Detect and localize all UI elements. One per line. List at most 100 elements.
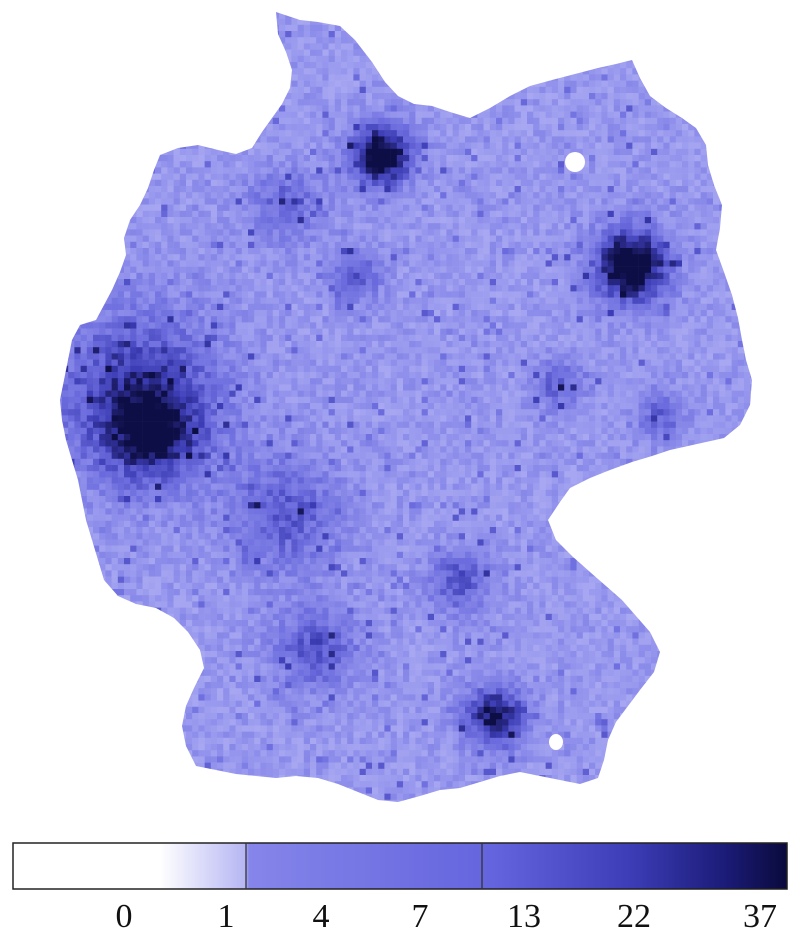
heatmap-cell [403, 192, 410, 199]
heatmap-cell [632, 111, 639, 119]
heatmap-cell [663, 210, 670, 218]
heatmap-cell [514, 124, 522, 131]
heatmap-cell [353, 130, 360, 137]
heatmap-cell [297, 62, 305, 69]
heatmap-cell [663, 192, 670, 199]
heatmap-cell [613, 136, 621, 143]
heatmap-cell [657, 204, 664, 212]
heatmap-cell [396, 204, 404, 212]
heatmap-cell [527, 99, 534, 106]
heatmap-cell [489, 111, 497, 119]
heatmap-cell [483, 161, 491, 168]
heatmap-cell [223, 229, 230, 236]
heatmap-cell [396, 142, 404, 150]
heatmap-cell [372, 167, 379, 174]
heatmap-cell [496, 155, 503, 162]
heatmap-cell [558, 173, 565, 181]
heatmap-cell [322, 86, 329, 94]
heatmap-cell [303, 161, 311, 168]
heatmap-cell [365, 198, 373, 205]
heatmap-cell [353, 86, 360, 94]
heatmap-cell [372, 86, 379, 94]
heatmap-cell [514, 235, 522, 243]
heatmap-cell [706, 204, 714, 212]
heatmap-cell [136, 210, 143, 218]
heatmap-cell [254, 198, 261, 205]
heatmap-cell [551, 86, 559, 94]
heatmap-cell [390, 155, 398, 162]
heatmap-cell [651, 161, 658, 168]
heatmap-cell [285, 198, 292, 205]
heatmap-cell [192, 223, 199, 230]
heatmap-cell [626, 229, 633, 236]
heatmap-cell [310, 105, 317, 112]
heatmap-cell [508, 179, 515, 187]
heatmap-cell [657, 198, 664, 205]
heatmap-cell [303, 62, 311, 69]
heatmap-cell [520, 86, 528, 94]
heatmap-cell [390, 124, 398, 131]
heatmap-cell [372, 155, 379, 162]
heatmap-cell [210, 179, 218, 187]
heatmap-cell [334, 62, 342, 69]
heatmap-cell [347, 99, 354, 106]
heatmap-cell [508, 186, 515, 193]
heatmap-cell [396, 124, 404, 131]
heatmap-cell [341, 93, 348, 100]
heatmap-cell [465, 142, 472, 150]
heatmap-cell [328, 43, 336, 50]
heatmap-cell [496, 105, 503, 112]
heatmap-cell [601, 229, 608, 236]
heatmap-cell [626, 235, 633, 243]
heatmap-cell [595, 68, 602, 75]
heatmap-cell [520, 155, 528, 162]
heatmap-cell [675, 186, 683, 193]
heatmap-cell [520, 111, 528, 119]
heatmap-cell [558, 93, 565, 100]
heatmap-cell [502, 192, 509, 199]
heatmap-cell [675, 235, 683, 243]
heatmap-cell [409, 223, 416, 230]
heatmap-cell [179, 235, 187, 243]
heatmap-cell [570, 86, 577, 94]
heatmap-cell [564, 74, 571, 81]
heatmap-cell [564, 235, 571, 243]
heatmap-cell [520, 124, 528, 131]
heatmap-cell [229, 229, 236, 236]
heatmap-cell [440, 223, 447, 230]
heatmap-cell [241, 198, 249, 205]
heatmap-cell [229, 217, 236, 224]
heatmap-cell [675, 136, 683, 143]
heatmap-cell [155, 210, 162, 218]
heatmap-cell [613, 124, 621, 131]
heatmap-cell [471, 167, 478, 174]
heatmap-cell [489, 173, 497, 181]
heatmap-cell [223, 235, 230, 243]
heatmap-cell [427, 142, 435, 150]
heatmap-cell [694, 161, 701, 168]
heatmap-cell [663, 155, 670, 162]
heatmap-cell [582, 155, 590, 162]
heatmap-cell [675, 161, 683, 168]
heatmap-cell [626, 155, 633, 162]
heatmap-cell [291, 99, 298, 106]
heatmap-cell [415, 105, 422, 112]
heatmap-cell [223, 217, 230, 224]
heatmap-cell [235, 186, 243, 193]
heatmap-cell [626, 80, 633, 88]
heatmap-cell [353, 192, 360, 199]
heatmap-cell [601, 86, 608, 94]
heatmap-cell [700, 142, 708, 150]
heatmap-cell [533, 86, 540, 94]
heatmap-cell [582, 173, 590, 181]
heatmap-cell [303, 173, 311, 181]
heatmap-cell [279, 124, 286, 131]
heatmap-cell [316, 210, 323, 218]
heatmap-cell [434, 217, 441, 224]
heatmap-cell [316, 105, 323, 112]
heatmap-cell [527, 105, 534, 112]
heatmap-cell [328, 235, 336, 243]
heatmap-cell [372, 179, 379, 187]
heatmap-cell [310, 86, 317, 94]
heatmap-cell [310, 136, 317, 143]
